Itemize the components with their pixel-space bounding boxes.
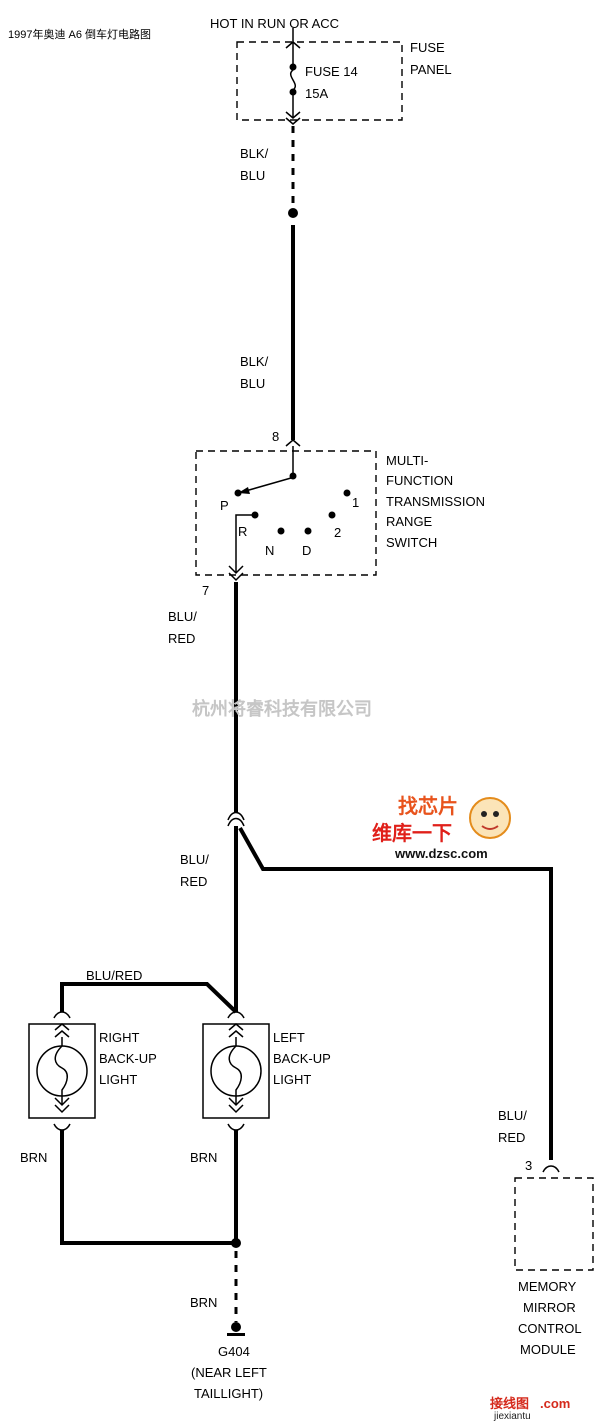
fuse-14-symbol (285, 28, 301, 125)
switch-label-line5: SWITCH (386, 535, 437, 550)
right-light-label-line1: RIGHT (99, 1030, 140, 1045)
fuse-panel-label-line2: PANEL (410, 62, 452, 77)
wire-label-blu-red-2b: RED (180, 874, 207, 889)
module-pin-3: 3 (525, 1158, 532, 1173)
wire-label-blk-blu-1a: BLK/ (240, 146, 269, 161)
module-label-line1: MEMORY (518, 1279, 577, 1294)
switch-pin-8: 8 (272, 429, 279, 444)
ground-label-line3: TAILLIGHT) (194, 1386, 263, 1401)
wire-label-blu-red-2a: BLU/ (180, 852, 209, 867)
switch-pos-2: 2 (334, 525, 341, 540)
dzsc-logo-watermark: 找芯片 维库一下 www.dzsc.com (372, 794, 511, 861)
ground-label-line1: G404 (218, 1344, 250, 1359)
left-light-label-line3: LIGHT (273, 1072, 311, 1087)
bottom-logo-text: 接线图 (490, 1396, 529, 1411)
supply-label: HOT IN RUN OR ACC (210, 16, 339, 31)
logo-text-url: www.dzsc.com (394, 846, 488, 861)
left-light-label-line2: BACK-UP (273, 1051, 331, 1066)
bottom-logo-com: .com (540, 1396, 570, 1411)
wire-label-blu-red-4a: BLU/ (498, 1108, 527, 1123)
module-connector (542, 1165, 560, 1173)
switch-label-line1: MULTI- (386, 453, 428, 468)
left-light-label-line1: LEFT (273, 1030, 305, 1045)
wire-label-brn-1: BRN (20, 1150, 47, 1165)
wire-label-blu-red-1b: RED (168, 631, 195, 646)
fuse-label-line1: FUSE 14 (305, 64, 358, 79)
left-backup-light (202, 1011, 270, 1131)
switch-pos-n: N (265, 543, 274, 558)
wire-label-blu-red-1a: BLU/ (168, 609, 197, 624)
switch-pos-p: P (220, 498, 229, 513)
wire-blu-red-to-right-light (60, 982, 238, 1014)
switch-pin-7: 7 (202, 583, 209, 598)
wire-label-blk-blu-1b: BLU (240, 168, 265, 183)
logo-text-top: 找芯片 (398, 794, 458, 818)
memory-mirror-module-box (514, 1177, 594, 1271)
module-label-line2: MIRROR (523, 1300, 576, 1315)
splice-point-upper (288, 208, 298, 218)
logo-text-mid: 维库一下 (372, 821, 452, 845)
right-backup-light (28, 1011, 96, 1131)
wire-label-brn-2: BRN (190, 1150, 217, 1165)
ground-label-line2: (NEAR LEFT (191, 1365, 267, 1380)
fuse-panel-label-line1: FUSE (410, 40, 445, 55)
wire-label-blu-red-4b: RED (498, 1130, 525, 1145)
diagram-title: 1997年奥迪 A6 倒车灯电路图 (8, 27, 151, 41)
module-label-line3: CONTROL (518, 1321, 582, 1336)
wire-label-blk-blu-2b: BLU (240, 376, 265, 391)
switch-label-line2: FUNCTION (386, 473, 453, 488)
switch-pos-r: R (238, 524, 247, 539)
ground-symbol (227, 1322, 245, 1336)
company-watermark: 杭州将睿科技有限公司 (192, 698, 372, 720)
switch-contacts (228, 446, 351, 582)
jiexiantu-watermark: 接线图 .com jiexiantu (490, 1396, 570, 1421)
right-light-label-line3: LIGHT (99, 1072, 137, 1087)
fuse-label-line2: 15A (305, 86, 328, 101)
wire-brn-right-light (60, 1130, 236, 1245)
wire-label-blu-red-3: BLU/RED (86, 968, 142, 983)
switch-box (195, 450, 377, 576)
bottom-logo-url: jiexiantu (493, 1411, 531, 1421)
switch-label-line4: RANGE (386, 514, 433, 529)
wire-label-blk-blu-2a: BLK/ (240, 354, 269, 369)
switch-label-line3: TRANSMISSION (386, 494, 485, 509)
switch-pos-d: D (302, 543, 311, 558)
wire-label-brn-3: BRN (190, 1295, 217, 1310)
splice-point-ground (231, 1238, 241, 1248)
switch-pos-1: 1 (352, 495, 359, 510)
wire-crossover (227, 811, 245, 827)
right-light-label-line2: BACK-UP (99, 1051, 157, 1066)
wire-blu-red-to-mirror-module (238, 827, 553, 1160)
fuse-panel-box (236, 41, 403, 121)
module-label-line4: MODULE (520, 1342, 576, 1357)
switch-connector-in (285, 439, 301, 447)
